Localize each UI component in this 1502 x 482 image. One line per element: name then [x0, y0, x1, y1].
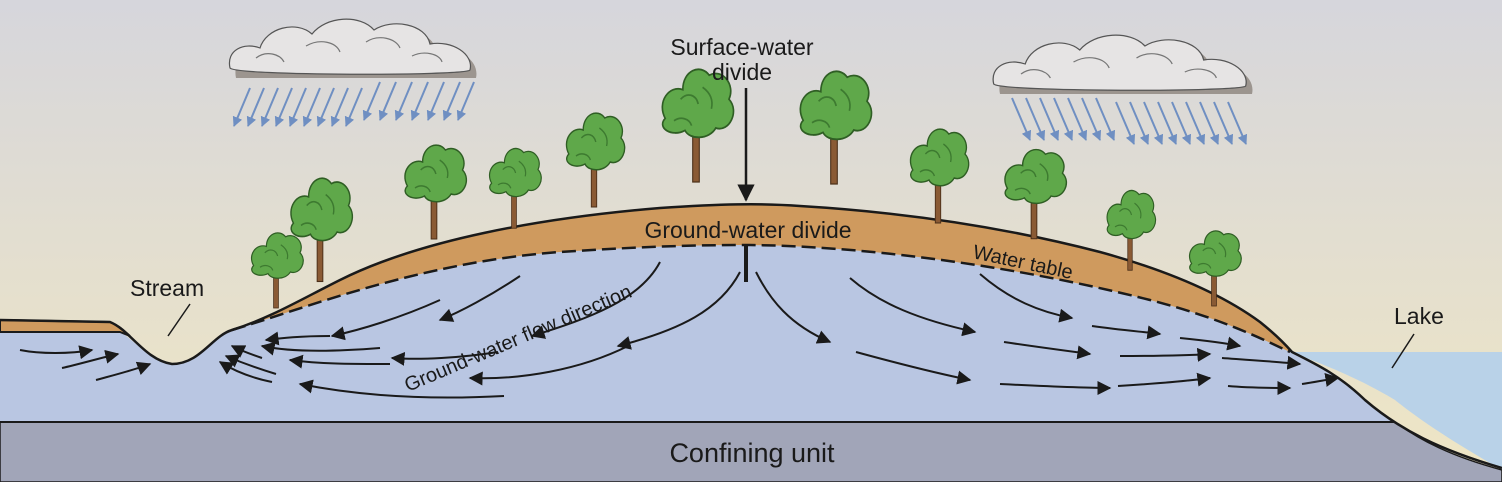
stream-label: Stream	[130, 275, 204, 301]
surface-divide-label-line2: divide	[712, 59, 772, 85]
lake-label: Lake	[1394, 303, 1444, 329]
groundwater-divide-label: Ground-water divide	[644, 217, 851, 243]
confining-unit-label: Confining unit	[669, 438, 835, 468]
surface-divide-label-line1: Surface-water	[670, 34, 814, 60]
